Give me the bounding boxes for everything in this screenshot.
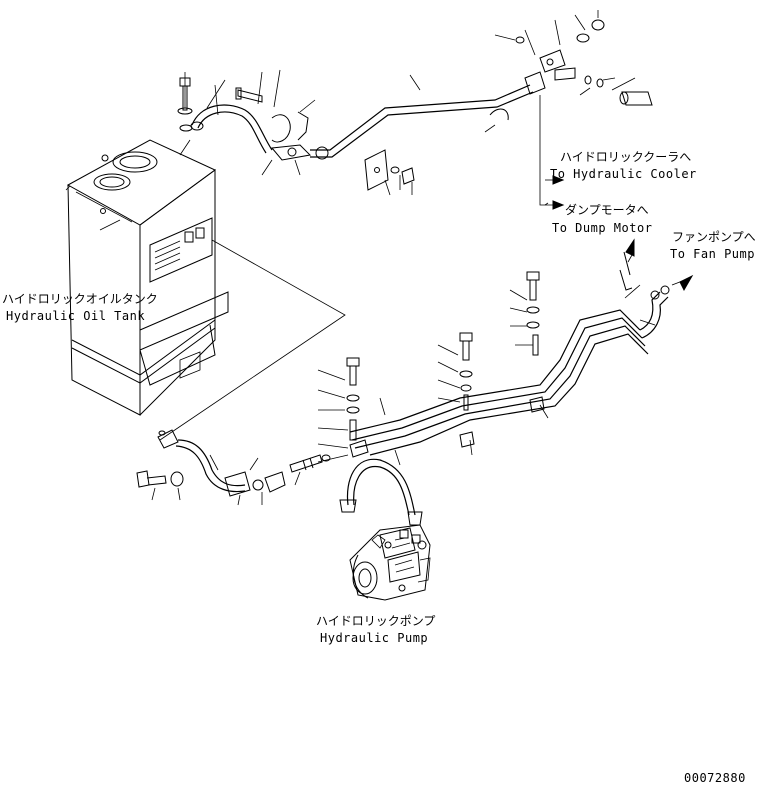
arrow-dump-motor-icon xyxy=(552,200,565,210)
label-pump-en: Hydraulic Pump xyxy=(320,631,428,645)
label-fan-pump-en: To Fan Pump xyxy=(670,247,755,261)
arrow-fan-pump-icon xyxy=(679,274,694,292)
arrow-dump-line-icon xyxy=(625,238,635,257)
label-dump-motor-en: To Dump Motor xyxy=(552,221,652,235)
label-hydraulic-cooler-jp: ハイドロリッククーラへ xyxy=(560,150,691,164)
label-oil-tank-jp: ハイドロリックオイルタンク xyxy=(2,292,158,306)
label-pump-jp: ハイドロリックポンプ xyxy=(316,614,435,628)
hydraulic-pump xyxy=(349,524,431,601)
lower-leader-lines xyxy=(151,254,686,506)
label-oil-tank-en: Hydraulic Oil Tank xyxy=(6,309,145,323)
label-fan-pump-jp: ファンポンプへ xyxy=(672,230,756,244)
upper-leader-lines xyxy=(179,10,636,206)
hydraulic-oil-tank xyxy=(65,139,229,416)
lower-pipe-group xyxy=(136,251,670,526)
label-dump-motor-jp: ダンプモータへ xyxy=(565,202,649,217)
upper-return-line xyxy=(177,19,653,191)
tank-leader-lines xyxy=(159,239,346,441)
label-hydraulic-cooler-en: To Hydraulic Cooler xyxy=(550,167,697,181)
arrow-hydraulic-cooler-icon xyxy=(552,175,565,185)
drawing-number: 00072880 xyxy=(684,771,746,785)
